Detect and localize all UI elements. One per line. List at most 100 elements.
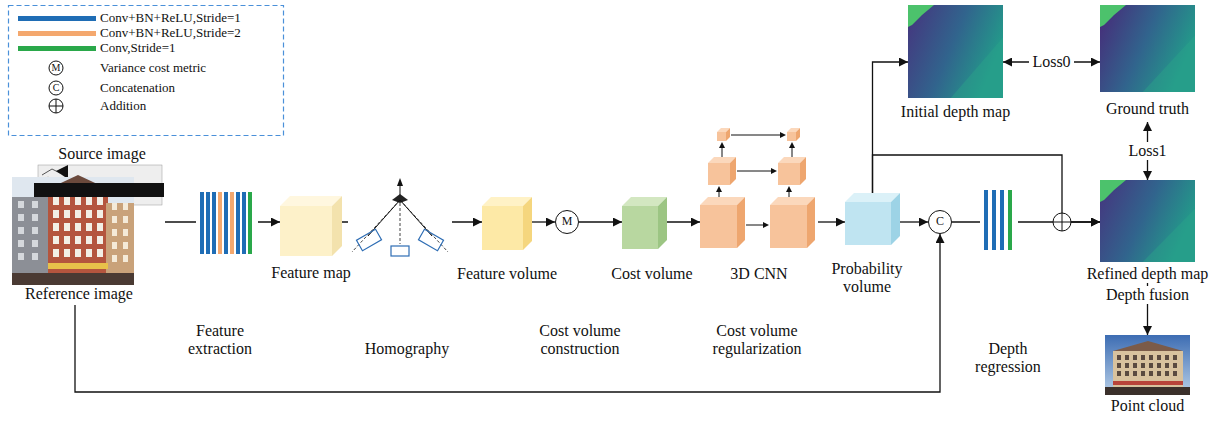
- drawn-rect: [212, 192, 216, 254]
- drawn-rect: [845, 202, 891, 245]
- drawn-rect: [1133, 355, 1137, 360]
- drawn-line: [746, 225, 763, 226]
- drawn-polygon: [332, 196, 342, 256]
- drawn-polygon: [780, 132, 786, 138]
- drawn-rect: [112, 255, 117, 262]
- depth-map-image: Ground truth: [1100, 5, 1195, 122]
- drawn-rect: [280, 206, 332, 256]
- drawn-rect: [32, 201, 38, 208]
- drawn-rect: [1125, 363, 1129, 368]
- connector-arrow: [667, 221, 700, 222]
- drawn-rect: [1157, 355, 1161, 360]
- drawn-rect: [97, 236, 103, 244]
- legend-text: Conv+BN+ReLU,Stride=2: [100, 26, 241, 41]
- drawn-polygon: [796, 128, 800, 141]
- legend-frame: [9, 6, 284, 136]
- drawn-rect: [64, 236, 70, 244]
- drawn-rect: [48, 189, 108, 285]
- node-label: M: [562, 215, 573, 229]
- drawn-rect: [86, 210, 92, 218]
- drawn-polygon: [280, 196, 342, 206]
- drawn-rect: [218, 192, 222, 254]
- drawn-path: [42, 169, 60, 175]
- drawn-rect: [53, 223, 59, 231]
- drawn-rect: [18, 253, 24, 260]
- node-label: 3D CNN: [730, 265, 787, 283]
- legend-text: Concatenation: [100, 81, 175, 96]
- drawn-rect: [53, 197, 59, 205]
- drawn-line: [737, 171, 771, 172]
- legend-symbol-letter: M: [52, 62, 61, 74]
- depth-regression-layers: [980, 186, 1018, 254]
- addition-symbol: [1053, 213, 1071, 231]
- drawn-rect: [86, 223, 92, 231]
- feature-map-cube: Feature map: [280, 196, 342, 282]
- drawn-rect: [908, 5, 1003, 98]
- drawn-polygon: [1113, 341, 1183, 351]
- drawn-polygon: [397, 178, 403, 186]
- drawn-line: [719, 192, 720, 197]
- drawn-rect: [980, 186, 1018, 254]
- legend-text: Variance cost metric: [100, 61, 206, 76]
- drawn-polygon: [726, 128, 730, 141]
- drawn-polygon: [1100, 180, 1126, 202]
- drawn-rect: [1173, 371, 1177, 376]
- connector-arrow: [873, 62, 909, 193]
- drawn-rect: [482, 206, 523, 250]
- legend-swatch: [18, 46, 96, 51]
- drawn-polygon: [1143, 35, 1195, 92]
- connector-arrow: [900, 221, 928, 222]
- drawn-polygon: [523, 197, 532, 250]
- drawn-rect: [1105, 335, 1190, 395]
- drawn-rect: [787, 132, 796, 141]
- drawn-rect: [1100, 180, 1195, 262]
- drawn-circle: [49, 99, 63, 113]
- drawn-rect: [1117, 363, 1121, 368]
- drawn-rect: [123, 242, 128, 249]
- drawn-polygon: [771, 168, 777, 174]
- legend-symbol-letter: C: [53, 82, 60, 94]
- drawn-rect: [1117, 371, 1121, 376]
- drawn-rect: [53, 210, 59, 218]
- node-shape: [8, 145, 165, 305]
- legend-circle: [49, 81, 63, 95]
- drawn-rect: [1141, 363, 1145, 368]
- drawn-rect: [112, 216, 117, 223]
- drawn-line: [1062, 213, 1063, 231]
- drawn-rect: [18, 201, 24, 208]
- node-label: Source image: [58, 145, 146, 163]
- legend-swatch: [18, 16, 96, 21]
- drawn-rect: [64, 210, 70, 218]
- legend-text: Conv+BN+ReLU,Stride=1: [100, 11, 241, 26]
- node-label: Initial depth map: [901, 103, 1010, 121]
- drawn-circle: [556, 211, 579, 234]
- edge-label: Depth fusion: [1103, 286, 1192, 304]
- drawn-rect: [700, 205, 737, 248]
- drawn-polygon: [392, 194, 408, 203]
- legend-text: Addition: [100, 99, 146, 114]
- drawn-rect: [75, 236, 81, 244]
- drawn-rect: [391, 246, 409, 256]
- drawn-polygon: [786, 186, 792, 192]
- edge-label: Loss0: [1029, 53, 1073, 71]
- drawn-line: [731, 135, 780, 136]
- drawn-rect: [12, 273, 134, 285]
- drawn-rect: [236, 192, 240, 254]
- connector-arrow: [532, 221, 555, 222]
- drawn-rect: [770, 205, 807, 248]
- drawn-line: [352, 200, 400, 252]
- drawn-rect: [18, 240, 24, 247]
- connector-arrow: [579, 221, 622, 222]
- drawn-line: [792, 148, 793, 157]
- drawn-rect: [778, 163, 800, 185]
- drawn-rect: [75, 197, 81, 205]
- drawn-rect: [1173, 363, 1177, 368]
- drawn-rect: [123, 255, 128, 262]
- drawn-line: [789, 192, 790, 197]
- drawn-rect: [32, 253, 38, 260]
- drawn-rect: [97, 223, 103, 231]
- input-images: Source imageReference image: [8, 145, 165, 305]
- homography-figure: [348, 176, 452, 262]
- point-cloud-image: Point cloud: [1105, 335, 1190, 416]
- drawn-rect: [75, 210, 81, 218]
